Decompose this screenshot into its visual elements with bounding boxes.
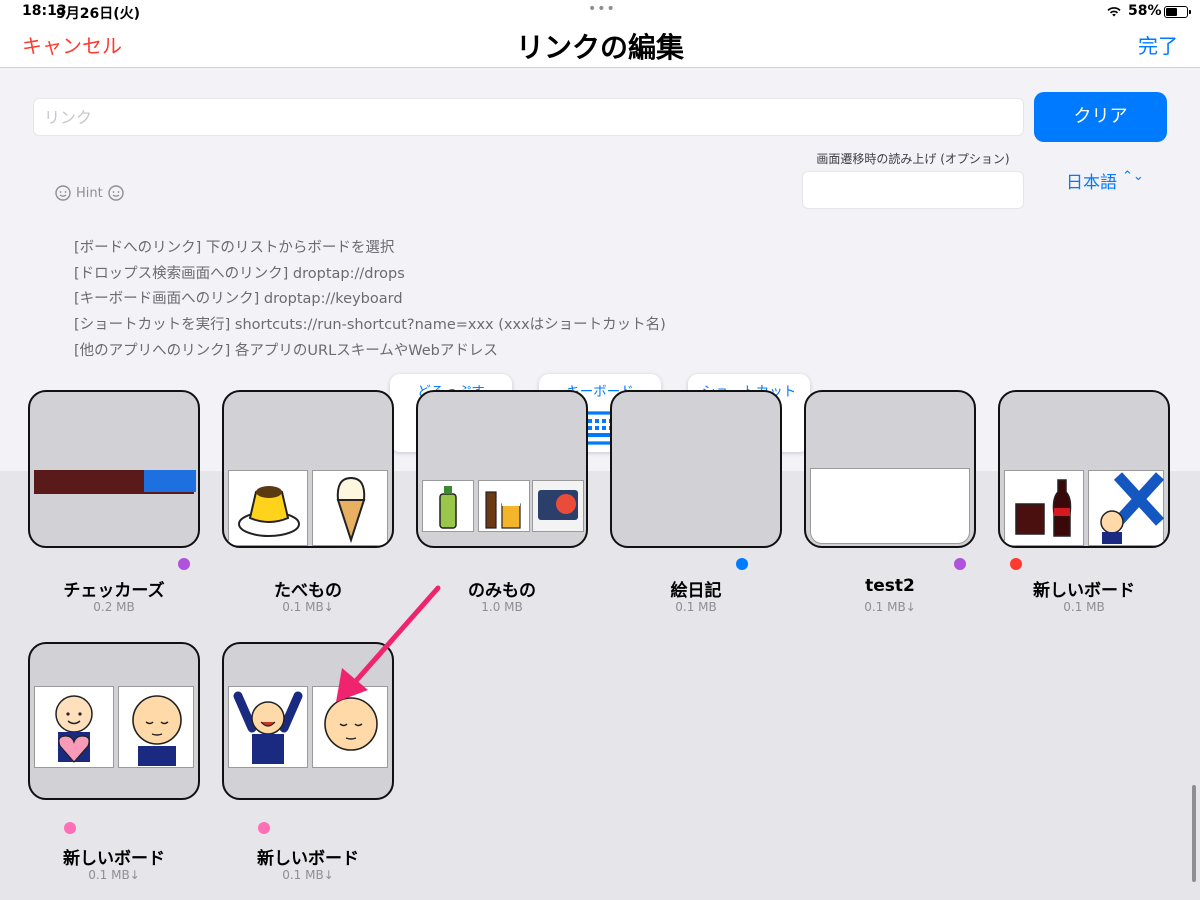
board-thumbnail (416, 390, 588, 548)
love-icon (55, 695, 93, 763)
battery-icon (1164, 6, 1191, 18)
cancel-button[interactable]: キャンセル (22, 34, 122, 58)
language-select[interactable]: 日本語 (1066, 173, 1117, 193)
board-thumbnail (222, 642, 394, 800)
link-input[interactable] (33, 98, 1024, 136)
hint-line: [ボードへのリンク] 下のリストからボードを選択 (74, 240, 395, 256)
tablet-icon (538, 490, 578, 520)
page-title: リンクの編集 (515, 31, 684, 64)
board-size: 0.1 MB↓ (282, 868, 334, 882)
no-icon (1100, 472, 1164, 544)
board-color-dot (64, 822, 76, 834)
status-time: 18:13 (22, 3, 67, 19)
beer-icon (485, 491, 521, 529)
board-size: 0.1 MB (675, 600, 717, 614)
board-name: test2 (865, 576, 915, 596)
board-color-dot (954, 558, 966, 570)
board-thumbnail (998, 390, 1170, 548)
status-bar: 18:13 9月26日(火) ••• 58% (0, 0, 1200, 24)
done-button[interactable]: 完了 (1138, 34, 1178, 58)
board-name: 新しいボード (1033, 581, 1135, 601)
multitasking-dots-icon[interactable]: ••• (588, 1, 616, 17)
battery-level-fill (1166, 8, 1178, 16)
board-name: 絵日記 (670, 581, 722, 601)
tea-bottle-icon (439, 486, 457, 529)
board-thumbnail (222, 390, 394, 548)
clear-button[interactable]: クリア (1034, 92, 1167, 142)
chevron-updown-icon[interactable]: ⌃⌄ (1122, 169, 1144, 184)
board-name: 新しいボード (257, 849, 359, 869)
board-name: チェッカーズ (63, 581, 165, 601)
scrollbar[interactable] (1192, 785, 1196, 882)
board-size: 0.2 MB (93, 600, 135, 614)
pudding-icon (238, 486, 300, 537)
happy-kid-icon (233, 691, 303, 764)
sleepy-face-icon (324, 697, 378, 751)
board-thumbnail (804, 390, 976, 548)
hint-line: [ドロップス検索画面へのリンク] droptap://drops (74, 265, 405, 282)
cola-icon (1015, 479, 1072, 537)
board-color-dot (258, 822, 270, 834)
readout-input[interactable] (802, 171, 1024, 209)
hint-line: [他のアプリへのリンク] 各アプリのURLスキームやWebアドレス (74, 342, 498, 359)
hint-text: [ボードへのリンク] 下のリストからボードを選択 [ドロップス検索画面へのリンク… (74, 236, 666, 365)
readout-label: 画面遷移時の読み上げ (オプション) (816, 152, 1010, 166)
ice-cream-icon (336, 476, 366, 544)
board-color-dot (178, 558, 190, 570)
board-thumbnail (610, 390, 782, 548)
board-size: 0.1 MB (1063, 600, 1105, 614)
status-date: 9月26日(火) (56, 6, 141, 22)
board-name: 新しいボード (63, 849, 165, 869)
board-thumbnail (28, 642, 200, 800)
wifi-icon (1107, 7, 1121, 17)
face-icon (108, 185, 124, 201)
hint-label: Hint (76, 185, 103, 201)
hint-header: Hint (54, 184, 125, 202)
board-size: 0.1 MB↓ (88, 868, 140, 882)
hint-line: [キーボード画面へのリンク] droptap://keyboard (74, 291, 403, 308)
board-thumbnail (28, 390, 200, 548)
board-name: のみもの (468, 581, 536, 601)
hint-line: [ショートカットを実行] shortcuts://run-shortcut?na… (74, 317, 666, 334)
navigation-bar: キャンセル リンクの編集 完了 (0, 24, 1200, 68)
board-color-dot (1010, 558, 1022, 570)
board-name: たべもの (274, 581, 342, 601)
board-size: 1.0 MB (481, 600, 523, 614)
board-color-dot (736, 558, 748, 570)
battery-percent: 58% (1128, 3, 1162, 19)
sleepy-face-icon (132, 695, 182, 766)
link-edit-panel: クリア 画面遷移時の読み上げ (オプション) 日本語 ⌃⌄ Hint [ボードへ… (0, 68, 1200, 471)
face-icon (55, 185, 71, 201)
board-size: 0.1 MB↓ (864, 600, 916, 614)
board-size: 0.1 MB↓ (282, 600, 334, 614)
